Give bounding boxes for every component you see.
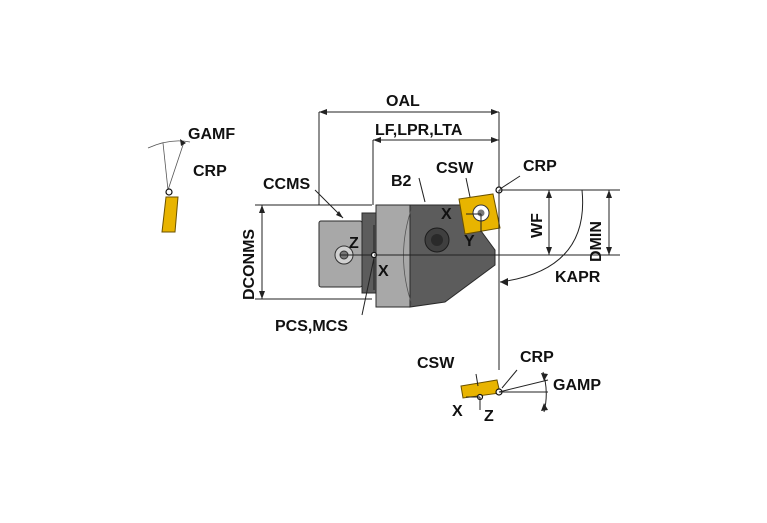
head-light <box>375 204 411 308</box>
pcs-callout: PCS,MCS <box>275 257 375 335</box>
csw-top-callout: CSW <box>436 160 474 198</box>
lf-dimension: LF,LPR,LTA <box>372 122 499 205</box>
front-view-insert: GAMF CRP <box>147 126 235 233</box>
side-view-insert: CSW CRP GAMP X Z <box>417 349 601 425</box>
main-insert: X Y <box>441 186 503 250</box>
y-insert-label: Y <box>464 233 475 250</box>
oal-dimension: OAL <box>318 93 500 205</box>
pcs-label: PCS,MCS <box>275 318 348 335</box>
wf-label: WF <box>529 213 546 238</box>
b2-callout: B2 <box>391 173 426 203</box>
x-bottom-label: X <box>452 403 463 420</box>
csw-bottom-label: CSW <box>417 355 455 372</box>
gamp-label: GAMP <box>553 377 601 394</box>
x-axis-label: X <box>378 263 389 280</box>
crp-top-right-label: CRP <box>523 158 557 175</box>
b2-label: B2 <box>391 173 412 190</box>
dconms-label: DCONMS <box>241 229 258 300</box>
crp-bottom-label: CRP <box>520 349 554 366</box>
lf-label: LF,LPR,LTA <box>375 122 463 139</box>
z-bottom-label: Z <box>484 408 494 425</box>
crp-label-front: CRP <box>193 163 227 180</box>
ccms-callout: CCMS <box>263 176 344 219</box>
crp-top-right-callout: CRP <box>499 158 557 190</box>
dmin-label: DMIN <box>588 221 605 262</box>
kapr-angle: KAPR <box>498 189 601 370</box>
wf-dmin-dimensions: WF DMIN <box>374 189 620 262</box>
oal-label: OAL <box>386 93 420 110</box>
csw-top-label: CSW <box>436 160 474 177</box>
front-insert-shape <box>161 196 179 233</box>
ccms-label: CCMS <box>263 176 310 193</box>
crp-point-front <box>165 188 173 196</box>
gamf-label: GAMF <box>188 126 235 143</box>
z-axis-label: Z <box>349 235 359 252</box>
kapr-label: KAPR <box>555 269 601 286</box>
x-insert-label: X <box>441 206 452 223</box>
dconms-dimension: DCONMS <box>241 204 372 300</box>
